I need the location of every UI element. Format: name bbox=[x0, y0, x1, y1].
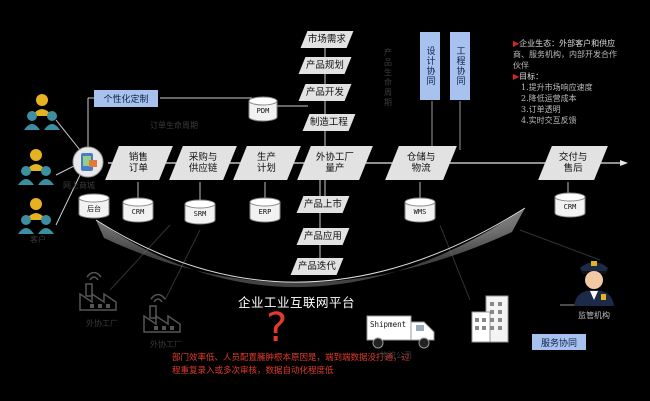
factory-icon-1 bbox=[79, 272, 117, 311]
lifecycle-step-application: 产品应用 bbox=[296, 228, 350, 245]
crm-database-service: CRM bbox=[554, 192, 586, 218]
problem-note: 部门效率低、人员配置臃肿根本原因是，端到端数据没打通，过程重复录入或多次审核，数… bbox=[172, 353, 411, 376]
regulator-label: 监管机构 bbox=[578, 311, 610, 320]
legend-goals-heading: ▶目标： bbox=[513, 72, 544, 81]
shipment-label: Shipment bbox=[370, 320, 407, 329]
design-step-manufacturing-engineering: 制造工程 bbox=[302, 114, 356, 131]
factory-icon-2 bbox=[143, 294, 181, 333]
factory-2-label: 外协工厂 bbox=[150, 340, 182, 349]
regulator-officer-icon bbox=[574, 261, 614, 306]
personalization-tag: 个性化定制 bbox=[94, 90, 158, 107]
design-step-product-development: 产品开发 bbox=[298, 84, 352, 101]
logistics-label: 物流公司 bbox=[380, 351, 412, 360]
erp-database: ERP bbox=[249, 197, 281, 223]
legend-ecosystem-line-2: 商、服务机构，内部开发合作 bbox=[513, 50, 617, 59]
design-step-product-planning: 产品规划 bbox=[298, 57, 352, 74]
engineering-collab-tag: 工程协同 bbox=[450, 32, 470, 100]
online-mall-icon bbox=[72, 146, 104, 178]
legend-goal-1: 1.提升市场响应速度 bbox=[521, 83, 593, 92]
legend-ecosystem-line-3: 伙伴 bbox=[513, 61, 529, 70]
process-main-arrowhead bbox=[620, 160, 628, 166]
ecosystem-legend: ▶企业生态：外部客户和供应 商、服务机构，内部开发合作 伙伴 ▶目标： 1.提升… bbox=[513, 38, 633, 126]
building-icon bbox=[471, 295, 509, 343]
erp-label: ERP bbox=[258, 208, 272, 216]
pdm-database: PDM bbox=[248, 96, 278, 122]
service-collab-tag: 服务协同 bbox=[532, 334, 586, 350]
backend-label: 后台 bbox=[87, 205, 101, 213]
customer-label: 客户 bbox=[30, 235, 46, 244]
lifecycle-step-iteration: 产品迭代 bbox=[290, 258, 344, 275]
platform-title: 企业工业互联网平台 bbox=[238, 295, 356, 310]
wms-label: WMS bbox=[413, 208, 427, 216]
lifecycle-step-launch: 产品上市 bbox=[296, 196, 350, 213]
order-lifecycle-label: 订单生命周期 bbox=[150, 121, 198, 130]
customer-group-icon-3 bbox=[18, 198, 54, 234]
customer-group-icon-2 bbox=[18, 149, 54, 185]
factory-1-label: 外协工厂 bbox=[86, 319, 118, 328]
platform-arc bbox=[96, 208, 525, 288]
wms-database: WMS bbox=[404, 197, 436, 223]
product-lifecycle-label: 产品生命周期 bbox=[384, 48, 392, 107]
backend-database: 后台 bbox=[78, 193, 110, 219]
question-mark-icon: ? bbox=[266, 305, 288, 351]
crm-service-label: CRM bbox=[563, 203, 577, 211]
srm-label: SRM bbox=[193, 210, 207, 218]
crm-database-sales: CRM bbox=[122, 197, 154, 223]
shipment-truck-icon bbox=[366, 315, 435, 349]
srm-database: SRM bbox=[184, 199, 216, 225]
legend-goal-3: 3.订单透明 bbox=[521, 105, 561, 114]
legend-goal-4: 4.实时交互反馈 bbox=[521, 116, 577, 125]
online-mall-label: 网上商城 bbox=[63, 181, 95, 190]
legend-goal-2: 2.降低运营成本 bbox=[521, 94, 577, 103]
customer-group-icon-1 bbox=[24, 94, 60, 130]
design-collab-tag: 设计协同 bbox=[420, 32, 440, 100]
pdm-label: PDM bbox=[256, 107, 270, 115]
design-step-market-demand: 市场需求 bbox=[300, 31, 354, 48]
legend-ecosystem-heading: ▶企业生态：外部客户和供应 bbox=[513, 39, 616, 48]
crm-sales-label: CRM bbox=[131, 208, 145, 216]
